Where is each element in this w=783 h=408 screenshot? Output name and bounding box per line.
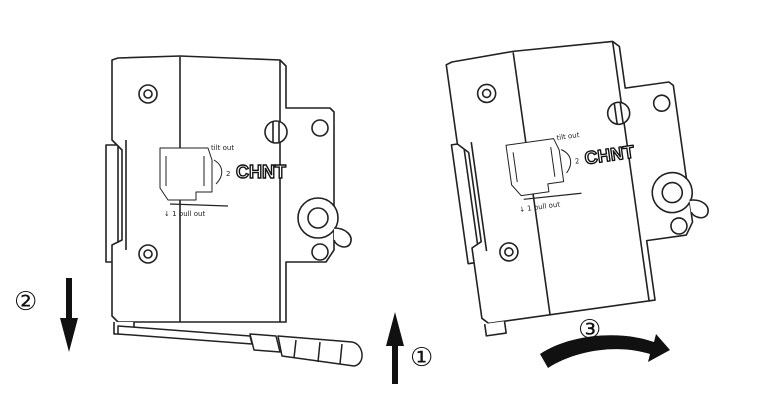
inset-diagram-left [159,147,213,201]
din-rail-left [105,144,119,263]
label-pull-left: ↓ 1 pull out [164,210,205,218]
arrow-up-step1 [386,312,404,384]
screwdriver-grip [293,339,343,365]
screw-slot-right [606,101,631,126]
screwdriver [117,325,363,367]
latch-right [483,321,507,337]
inset-wire-left [169,203,229,207]
screw-slot-right-line [613,102,624,124]
screw-right-bottom-inner [504,247,514,257]
inset-arc-left [213,159,223,185]
inset-diagram-right [505,138,565,197]
screw-right-right-bottom [670,217,688,235]
step-marker-1: ① [410,343,433,373]
toggle-lever-left [333,227,352,248]
seam-right-2 [611,41,650,301]
screw-right-right-top [652,94,671,112]
step-marker-3: ③ [578,315,601,345]
screwdriver-shaft [117,325,253,345]
screw-left-right-bottom [311,243,329,261]
screw-slot-left [264,120,288,144]
screw-left-top-inner [143,89,153,99]
toggle-knob-left-inner [307,207,329,229]
screw-right-top-inner [481,88,492,99]
screw-slot-left-line [272,122,280,142]
label-tilt-right: tilt out [556,131,580,142]
inset-lines-right [512,146,556,183]
screw-left-right-top [311,119,329,137]
inset-lines-left [165,156,205,186]
brand-logo-left: CHNT [236,162,286,182]
label-step2-right: 2 [574,157,580,166]
inset-arc-right [560,149,572,174]
breaker-left [105,55,352,335]
screwdriver-handle [277,335,363,367]
breaker-right: tilt out 2 ↓ 1 pull out CHNT [445,40,709,337]
screwdriver-collar [249,333,281,353]
screw-left-bottom-inner [143,249,153,259]
label-tilt-left: tilt out [211,144,234,152]
din-rail-right [450,142,481,265]
inset-wire-right [523,192,582,200]
step-marker-2: ② [14,287,37,317]
label-step2-left: 2 [226,170,230,178]
arrow-down-step2 [60,278,78,352]
toggle-knob-right-inner [661,181,684,204]
toggle-lever-right [689,199,709,219]
arrow-rotate-step3 [540,334,670,368]
seam-right-3 [470,141,488,252]
